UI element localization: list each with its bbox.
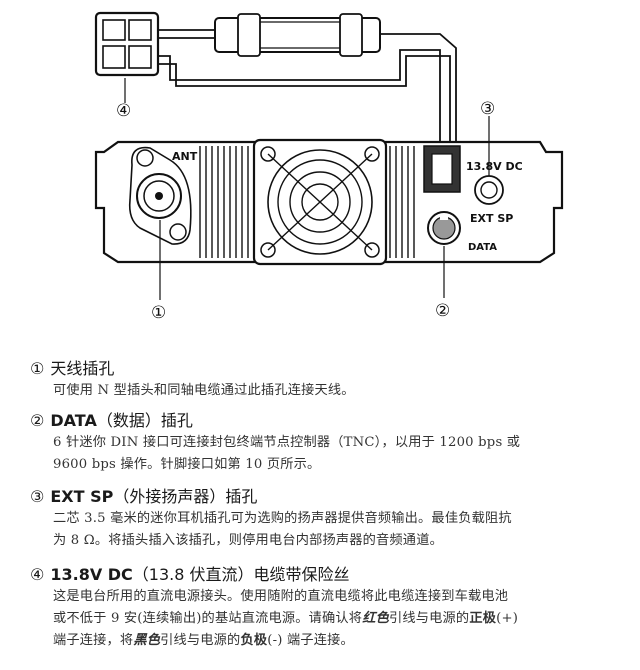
item-title: （数据）插孔 <box>96 411 193 430</box>
item-description-line: 6 针迷你 DIN 接口可连接封包终端节点控制器（TNC），以用于 1200 b… <box>53 435 521 450</box>
ext-sp-label: EXT SP <box>470 212 513 225</box>
black-lead-text: 黑色 <box>133 633 161 648</box>
dc-cable <box>158 29 457 155</box>
radio-rear-panel <box>94 138 564 266</box>
item-dc: ④ 13.8V DC（13.8 伏直流）电缆带保险丝 这是电台所用的直流电源接头。… <box>30 564 620 652</box>
item-description-line: 为 8 Ω。将插头插入该插孔，则停用电台内部扬声器的音频通道。 <box>53 533 443 548</box>
power-connector <box>94 11 160 77</box>
item-number: ③ <box>30 487 45 506</box>
red-lead-text: 红色 <box>362 611 389 626</box>
item-description-line: 二芯 3.5 毫米的迷你耳机插孔可为选购的扬声器提供音频输出。最佳负载阻抗 <box>53 511 512 526</box>
callout-1: ① <box>151 303 166 323</box>
item-title: （13.8 伏直流）电缆带保险丝 <box>132 565 350 584</box>
item-description-line: 这是电台所用的直流电源接头。使用随附的直流电缆将此电缆连接到车载电池 <box>53 589 509 604</box>
item-number: ④ <box>30 565 45 584</box>
item-data: ② DATA（数据）插孔 6 针迷你 DIN 接口可连接封包终端节点控制器（TNC… <box>30 410 620 476</box>
data-label: DATA <box>468 242 497 253</box>
callout-2: ② <box>435 301 450 321</box>
callout-3: ③ <box>480 99 495 119</box>
item-ant: ① 天线插孔 可使用 N 型插头和同轴电缆通过此插孔连接天线。 <box>30 358 620 402</box>
item-title-en: EXT SP <box>50 487 114 506</box>
negative-text: 负极 <box>240 633 268 648</box>
item-number: ② <box>30 411 45 430</box>
item-description-line: 端子连接，将黑色引线与电源的负极(-) 端子连接。 <box>53 633 354 648</box>
item-title-en: DATA <box>50 411 97 430</box>
fuse-holder <box>214 13 381 57</box>
item-description: 可使用 N 型插头和同轴电缆通过此插孔连接天线。 <box>53 383 355 398</box>
item-number: ① <box>30 359 45 378</box>
item-ext-sp: ③ EXT SP（外接扬声器）插孔 二芯 3.5 毫米的迷你耳机插孔可为选购的扬声… <box>30 486 620 552</box>
dc-label: 13.8V DC <box>466 160 523 173</box>
item-description-line: 或不低于 9 安(连续输出)的基站直流电源。请确认将红色引线与电源的正极(+) <box>53 611 519 626</box>
positive-text: 正极 <box>469 611 497 626</box>
item-title-en: 13.8V DC <box>50 565 133 584</box>
item-title: （外接扬声器）插孔 <box>113 487 258 506</box>
callout-4: ④ <box>116 101 131 121</box>
rear-panel-diagram: ANT 13.8V DC EXT SP DATA ④ ① ② ③ <box>94 11 564 323</box>
item-description-line: 9600 bps 操作。针脚接口如第 10 页所示。 <box>53 457 321 472</box>
item-title: 天线插孔 <box>50 359 115 378</box>
ant-label: ANT <box>172 150 198 163</box>
